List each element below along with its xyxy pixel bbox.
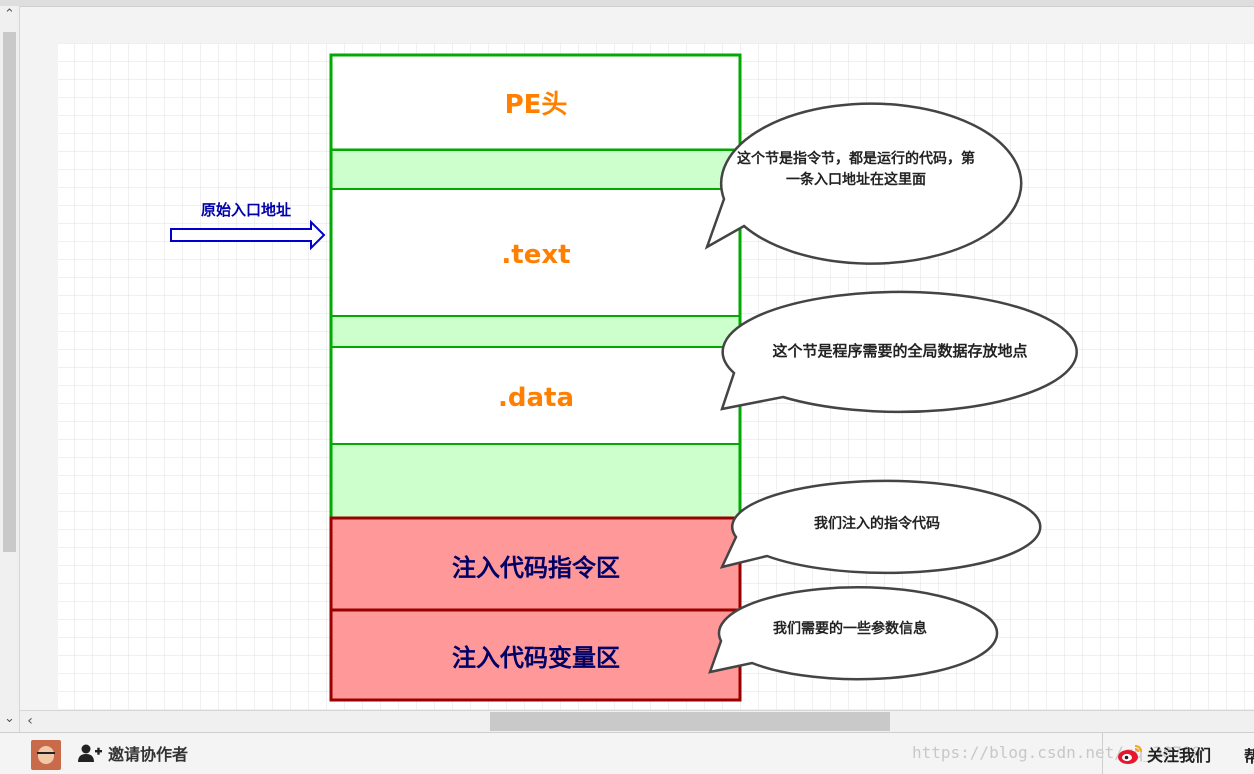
callout-text-line1: 这个节是指令节，都是运行的代码，第 <box>737 150 975 167</box>
section-gap-2[interactable] <box>330 315 741 348</box>
callout-text-bubble <box>704 102 1023 265</box>
diagram-canvas[interactable]: PE头 .text .data 注入代码指令区 注入代码变量区 原始入口地址 这… <box>20 7 1254 710</box>
callout-inject-code-text: 我们注入的指令代码 <box>814 515 940 532</box>
vertical-scroll-thumb[interactable] <box>3 32 16 552</box>
weibo-icon <box>1118 744 1142 764</box>
add-user-icon <box>78 744 102 762</box>
callout-text-line2: 一条入口地址在这里面 <box>786 171 926 188</box>
section-gap-3[interactable] <box>330 443 741 520</box>
inject-code-label: 注入代码指令区 <box>452 554 620 582</box>
text-section-label: .text <box>501 240 570 270</box>
entry-arrow: 原始入口地址 <box>170 201 326 251</box>
data-section-label: .data <box>498 383 574 413</box>
vertical-scrollbar[interactable]: ⌃ ⌄ <box>0 6 20 732</box>
callout-inject-vars[interactable]: 我们需要的一些参数信息 <box>708 586 999 681</box>
section-gap-1[interactable] <box>330 149 741 190</box>
pe-header-label: PE头 <box>505 90 568 120</box>
callout-inject-code[interactable]: 我们注入的指令代码 <box>719 479 1042 575</box>
bottom-toolbar: 邀请协作者 https://blog.csdn.net/qq_38780 关注我… <box>0 732 1254 774</box>
scroll-down-icon[interactable]: ⌄ <box>4 711 15 726</box>
callout-data-text: 这个节是程序需要的全局数据存放地点 <box>772 342 1027 360</box>
callout-text[interactable]: 这个节是指令节，都是运行的代码，第 一条入口地址在这里面 <box>704 102 1023 265</box>
top-strip <box>0 0 1254 7</box>
follow-us-label: 关注我们 <box>1147 745 1212 765</box>
scroll-up-icon[interactable]: ⌃ <box>4 7 15 22</box>
horizontal-scroll-thumb[interactable] <box>490 712 890 731</box>
horizontal-scrollbar[interactable]: ‹ <box>20 710 1254 733</box>
entry-arrow-label: 原始入口地址 <box>201 201 291 219</box>
avatar-glasses <box>37 752 55 758</box>
help-label[interactable]: 帮 <box>1244 747 1254 766</box>
invite-collaborator-button[interactable]: 邀请协作者 <box>78 741 188 765</box>
callout-inject-vars-text: 我们需要的一些参数信息 <box>773 620 927 637</box>
entry-arrow-icon[interactable] <box>170 219 326 251</box>
callout-data[interactable]: 这个节是程序需要的全局数据存放地点 <box>720 290 1078 414</box>
avatar-face <box>38 746 54 764</box>
invite-collaborator-label: 邀请协作者 <box>108 745 189 764</box>
diagram-svg: PE头 .text .data 注入代码指令区 注入代码变量区 原始入口地址 这… <box>58 43 1254 710</box>
pe-structure: PE头 .text .data 注入代码指令区 注入代码变量区 <box>329 53 742 702</box>
callout-inject-code-bubble <box>719 479 1042 575</box>
section-inject-code[interactable] <box>329 516 742 612</box>
callout-inject-vars-bubble <box>708 586 999 681</box>
avatar[interactable] <box>31 740 61 770</box>
follow-us-button[interactable]: 关注我们 <box>1102 733 1254 774</box>
callout-data-bubble <box>720 290 1078 414</box>
scroll-left-icon[interactable]: ‹ <box>27 713 33 729</box>
inject-vars-label: 注入代码变量区 <box>452 644 620 672</box>
